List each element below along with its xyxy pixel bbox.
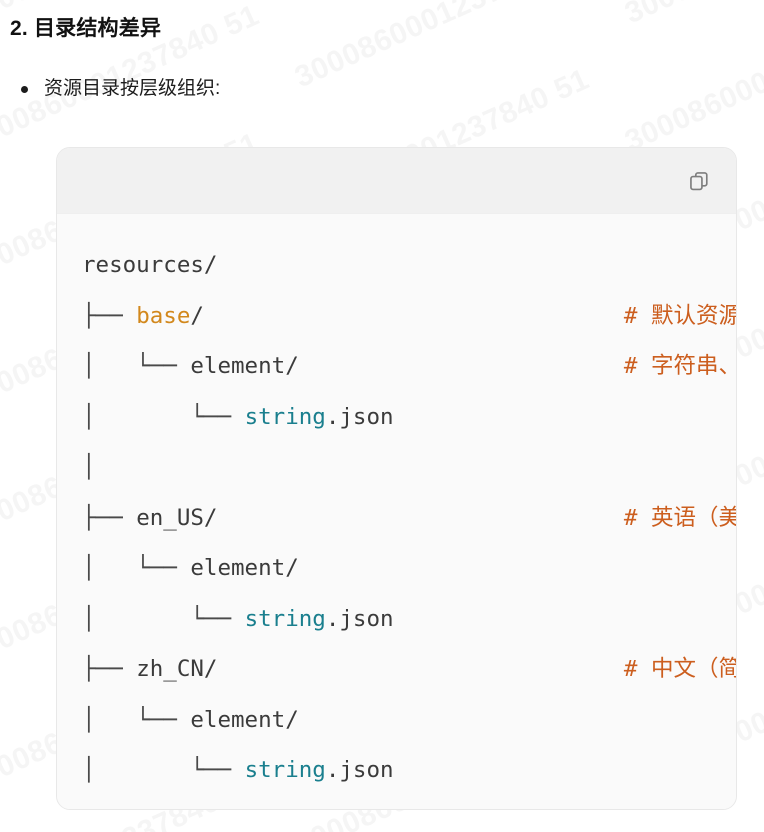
code-block-header bbox=[57, 148, 736, 214]
code-line: │ └── string.json bbox=[82, 594, 736, 645]
code-line: │ └── string.json bbox=[82, 392, 736, 443]
list-item: 资源目录按层级组织: bbox=[0, 44, 764, 102]
code-line: ├── base/ # 默认资源 bbox=[82, 291, 736, 342]
tree-branch-glyph: │ └── bbox=[82, 555, 191, 581]
code-line: │ └── element/ bbox=[82, 695, 736, 746]
code-gap bbox=[299, 353, 624, 379]
code-entry-name: zh_CN/ bbox=[136, 656, 218, 682]
code-comment: # 默认资源 bbox=[623, 302, 736, 329]
code-entry-name: string bbox=[244, 757, 326, 783]
code-comment: # 英语（美国）限定 bbox=[623, 504, 736, 531]
code-entry-name: base bbox=[136, 302, 191, 329]
code-entry-suffix: .json bbox=[325, 605, 394, 632]
code-gap bbox=[217, 656, 623, 682]
code-content: resources/├── base/ # 默认资源│ └── element/… bbox=[57, 240, 736, 796]
code-line: │ └── string.json bbox=[82, 745, 736, 796]
bullet-list: 资源目录按层级组织: bbox=[0, 44, 764, 102]
tree-branch-glyph: ├── bbox=[82, 302, 137, 329]
code-line: resources/ bbox=[82, 240, 736, 291]
tree-branch-glyph: │ └── bbox=[82, 757, 245, 783]
code-entry-name: string bbox=[244, 403, 326, 430]
tree-branch-glyph: │ └── bbox=[82, 403, 245, 430]
tree-branch-glyph: │ └── bbox=[82, 353, 191, 379]
tree-branch-glyph: ├── bbox=[82, 656, 137, 682]
code-gap bbox=[204, 303, 624, 329]
code-block-body[interactable]: resources/├── base/ # 默认资源│ └── element/… bbox=[57, 214, 736, 809]
code-line: │ bbox=[82, 442, 736, 493]
code-entry-name: element/ bbox=[190, 555, 299, 581]
code-line: │ └── element/ bbox=[82, 543, 736, 594]
code-entry-name: element/ bbox=[190, 706, 299, 733]
page-title: 2. 目录结构差异 bbox=[10, 17, 162, 40]
code-comment: # 中文（简体）限定 bbox=[623, 656, 736, 682]
copy-icon bbox=[688, 170, 710, 192]
code-line: ├── zh_CN/ # 中文（简体）限定 bbox=[82, 644, 736, 695]
code-entry-name: resources/ bbox=[82, 252, 218, 278]
code-entry-suffix: .json bbox=[325, 757, 394, 783]
code-entry-name: en_US/ bbox=[136, 504, 218, 531]
code-gap bbox=[217, 505, 623, 531]
code-comment: # 字符串、颜色等 bbox=[623, 353, 736, 379]
tree-branch-glyph: │ └── bbox=[82, 706, 191, 733]
document-page: 2. 目录结构差异 资源目录按层级组织: resources/ ├── base/ bbox=[0, 0, 764, 810]
code-entry-name: element/ bbox=[190, 353, 299, 379]
copy-button[interactable] bbox=[682, 164, 716, 198]
code-entry-suffix: .json bbox=[325, 403, 394, 430]
code-line: │ └── element/ # 字符串、颜色等 bbox=[82, 341, 736, 392]
code-block-card: resources/├── base/ # 默认资源│ └── element/… bbox=[56, 147, 737, 810]
bullet-dot-icon bbox=[21, 86, 28, 93]
tree-branch-glyph: │ └── bbox=[82, 605, 245, 632]
tree-branch-glyph: │ bbox=[82, 454, 96, 480]
list-item-label: 资源目录按层级组织: bbox=[44, 78, 221, 99]
tree-branch-glyph: ├── bbox=[82, 504, 137, 531]
code-entry-name: string bbox=[244, 605, 326, 632]
code-entry-suffix: / bbox=[190, 302, 204, 329]
code-line: ├── en_US/ # 英语（美国）限定 bbox=[82, 493, 736, 544]
